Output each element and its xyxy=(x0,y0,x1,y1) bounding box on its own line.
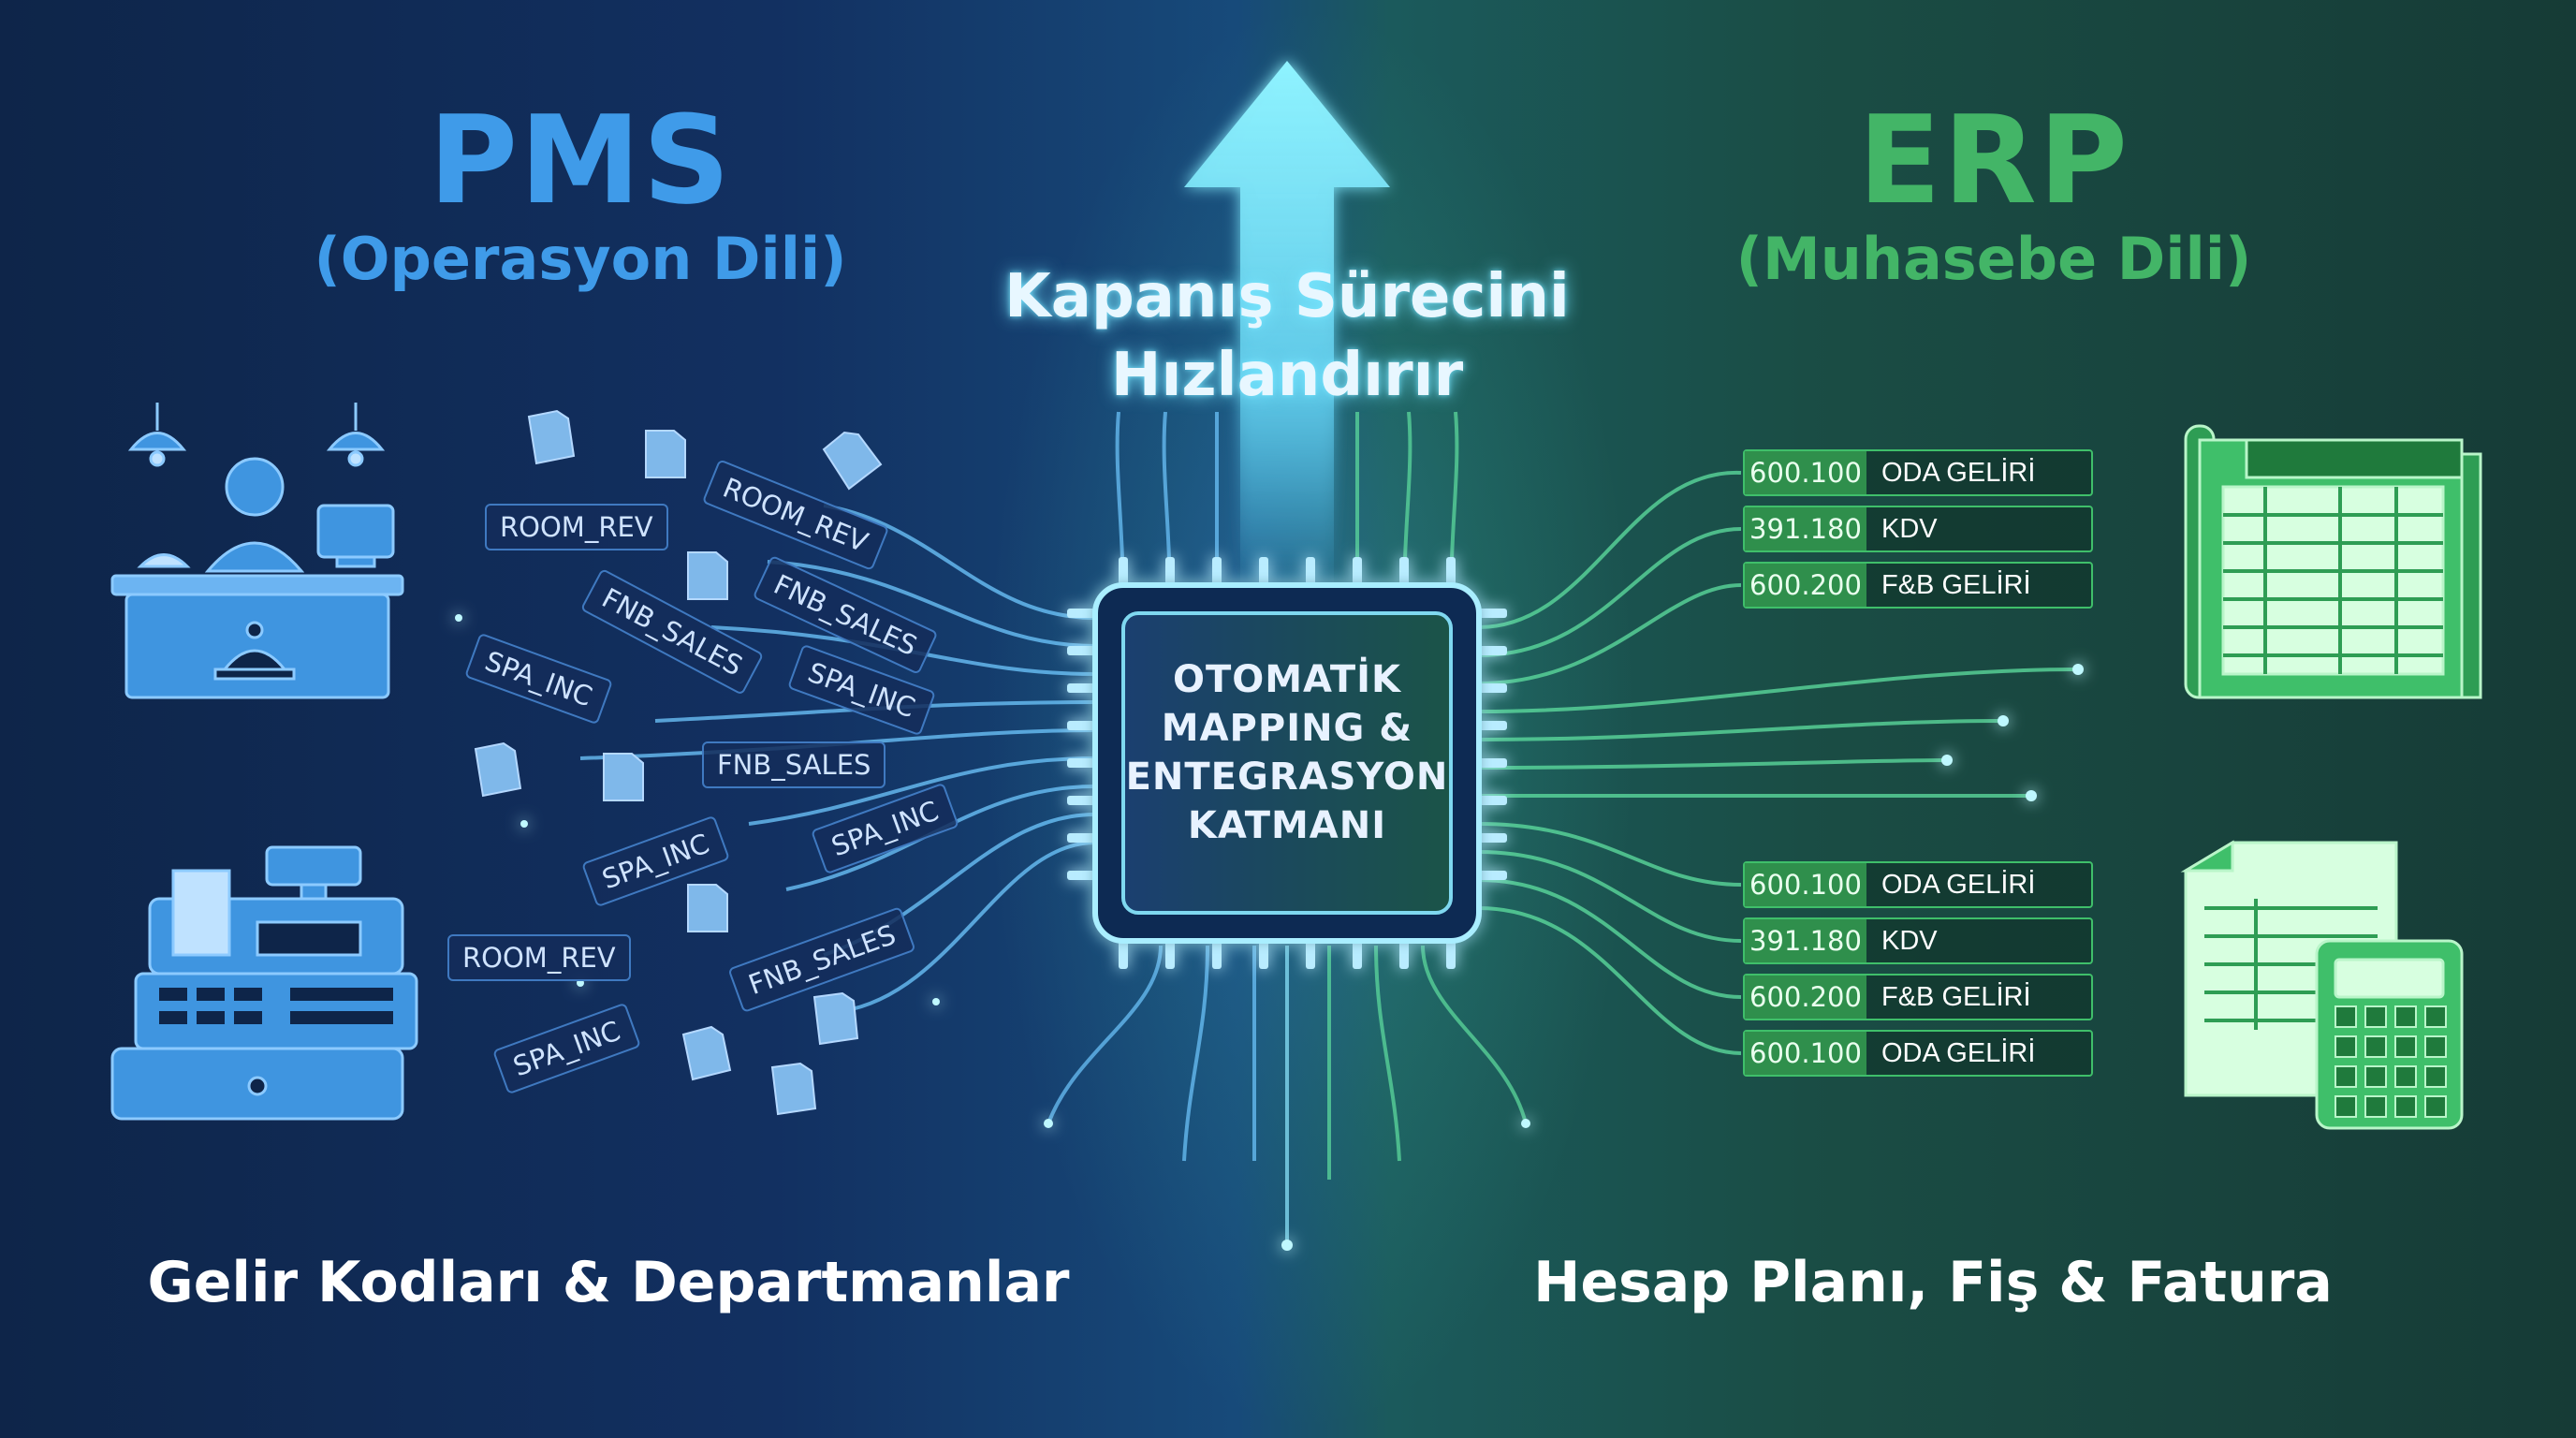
revenue-code-tag: FNB_SALES xyxy=(702,741,886,788)
account-row: 600.100 ODA GELİRİ xyxy=(1743,861,2093,908)
account-row: 600.100 ODA GELİRİ xyxy=(1743,449,2093,496)
calculator-invoice-icon xyxy=(2180,840,2464,1130)
chip-icon xyxy=(1067,557,1507,969)
erp-title: ERP xyxy=(1857,89,2130,231)
circuit-nodes xyxy=(455,614,2084,1251)
account-code: 391.180 xyxy=(1745,919,1866,962)
account-name: ODA GELİRİ xyxy=(1881,458,2036,488)
account-name: F&B GELİRİ xyxy=(1881,982,2031,1012)
erp-subtitle: (Muhasebe Dili) xyxy=(1735,225,2252,293)
account-name: KDV xyxy=(1881,926,1938,956)
document-icon xyxy=(474,409,883,1116)
account-code: 600.200 xyxy=(1745,564,1866,607)
account-row: 391.180 KDV xyxy=(1743,917,2093,964)
accelerate-headline-line2: Hızlandırır xyxy=(1110,341,1464,410)
account-name: ODA GELİRİ xyxy=(1881,870,2036,900)
revenue-code-tag: ROOM_REV xyxy=(447,934,631,981)
accelerate-headline-line1: Kapanış Sürecini xyxy=(1004,262,1570,331)
chip-label-line3: ENTEGRASYON xyxy=(1125,756,1449,799)
chip-label: OTOMATİK MAPPING & ENTEGRASYON KATMANI xyxy=(1123,655,1451,850)
pms-subtitle: (Operasyon Dili) xyxy=(314,225,847,293)
pms-title: PMS xyxy=(428,89,733,231)
account-row: 600.200 F&B GELİRİ xyxy=(1743,562,2093,609)
account-code: 600.100 xyxy=(1745,1032,1866,1075)
spreadsheet-ledger-icon xyxy=(2184,424,2482,699)
circuit-lines-right xyxy=(1478,470,2079,1055)
account-row: 600.200 F&B GELİRİ xyxy=(1743,974,2093,1020)
account-row: 391.180 KDV xyxy=(1743,506,2093,552)
up-arrow-icon xyxy=(1184,61,1390,599)
account-code: 600.200 xyxy=(1745,976,1866,1019)
erp-footer: Hesap Planı, Fiş & Fatura xyxy=(1533,1250,2333,1315)
pms-footer: Gelir Kodları & Departmanlar xyxy=(147,1250,1070,1315)
account-name: F&B GELİRİ xyxy=(1881,570,2031,600)
account-code: 600.100 xyxy=(1745,863,1866,906)
reception-desk-icon xyxy=(110,403,404,699)
account-code: 391.180 xyxy=(1745,507,1866,550)
revenue-code-tag: ROOM_REV xyxy=(485,504,668,550)
chip-label-line2: MAPPING & xyxy=(1161,707,1413,750)
accelerate-headline: Kapanış Sürecini Hızlandırır xyxy=(945,257,1629,415)
circuit-lines-left xyxy=(579,504,1096,1013)
account-row: 600.100 ODA GELİRİ xyxy=(1743,1030,2093,1077)
account-name: KDV xyxy=(1881,514,1938,544)
chip-label-line1: OTOMATİK xyxy=(1172,658,1402,701)
account-code: 600.100 xyxy=(1745,451,1866,494)
chip-label-line4: KATMANI xyxy=(1187,804,1387,847)
cash-register-icon xyxy=(110,845,418,1121)
account-name: ODA GELİRİ xyxy=(1881,1038,2036,1068)
